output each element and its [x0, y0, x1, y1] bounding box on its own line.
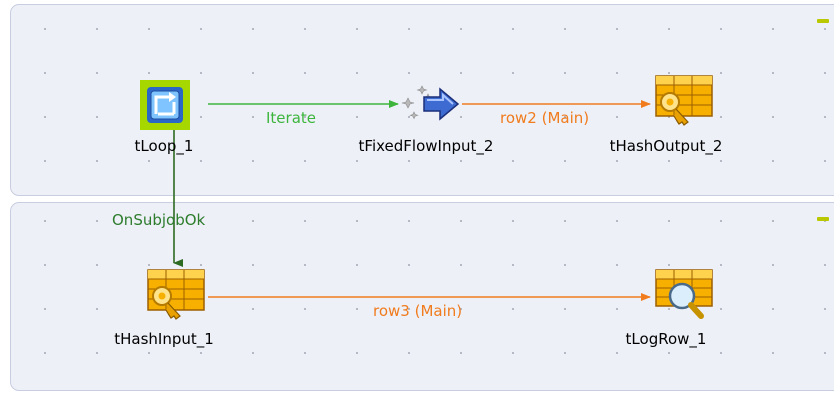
component-thashoutput-2-label: tHashOutput_2: [609, 137, 723, 155]
component-thashoutput-2[interactable]: [654, 74, 714, 128]
subjob-1-collapse-toggle[interactable]: [817, 19, 829, 23]
component-tfixedflowinput-2-label: tFixedFlowInput_2: [358, 137, 494, 155]
hash-input-icon: [147, 269, 205, 320]
loop-icon: [140, 80, 190, 130]
component-tfixedflowinput-2[interactable]: [398, 80, 462, 124]
component-tlogrow-1-label: tLogRow_1: [625, 330, 707, 348]
subjob-2-collapse-toggle[interactable]: [817, 217, 829, 221]
component-tlogrow-1[interactable]: [654, 268, 714, 324]
log-row-icon: [655, 269, 713, 319]
component-tloop-1[interactable]: [140, 80, 190, 130]
fixed-flow-input-icon: [401, 85, 460, 121]
component-tloop-1-label: tLoop_1: [134, 137, 194, 155]
link-iterate-label: Iterate: [266, 109, 317, 127]
component-thashinput-1[interactable]: [146, 268, 206, 322]
link-onsubjobok-label: OnSubjobOk: [112, 211, 206, 229]
component-thashinput-1-label: tHashInput_1: [114, 330, 214, 348]
hash-output-icon: [655, 75, 713, 126]
link-row3-main-label: row3 (Main): [373, 302, 463, 320]
link-row2-main-label: row2 (Main): [500, 109, 590, 127]
